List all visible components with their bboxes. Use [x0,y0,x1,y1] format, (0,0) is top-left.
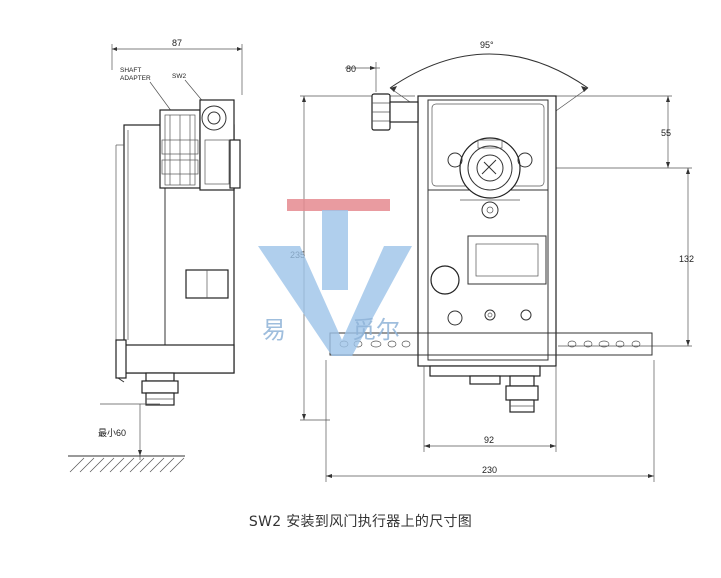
watermark-char-right: 觅尔 [352,316,400,344]
watermark-logo: 易 觅尔 [258,199,412,356]
watermark-char-left: 易 [262,316,286,344]
dim-55: 55 [661,128,671,138]
label-adapter: ADAPTER [120,75,151,82]
dim-132: 132 [679,254,694,264]
figure-caption: SW2 安装到风门执行器上的尺寸图 [248,514,473,530]
dim-230: 230 [482,465,497,475]
dim-80: 80 [346,64,356,74]
actuator-housing [417,95,557,367]
label-shaft: SHAFT [120,67,141,74]
dim-92: 92 [484,435,494,445]
side-view: 87 SHAFT ADAPTER SW2 [68,38,243,473]
dim-min60: 最小60 [98,428,126,438]
dim-95deg: 95° [480,40,494,50]
front-view: 95° 80 55 132 235 [290,40,694,482]
dim-87: 87 [172,38,182,48]
label-sw2: SW2 [172,73,186,80]
